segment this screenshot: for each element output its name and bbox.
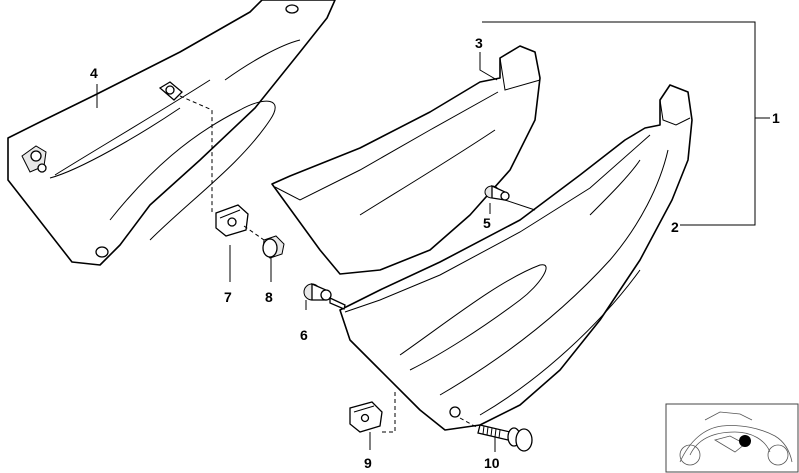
part-9-clip-nut[interactable] xyxy=(349,401,383,433)
locator-marker xyxy=(739,435,751,447)
callout-2: 2 xyxy=(671,219,679,235)
callout-10: 10 xyxy=(484,455,500,471)
part-2-right-side-panel[interactable] xyxy=(339,84,693,431)
part-4-left-side-panel[interactable] xyxy=(7,0,336,266)
leader-lines xyxy=(96,21,770,452)
part-3-middle-panel[interactable] xyxy=(271,45,541,275)
part-10-bolt[interactable] xyxy=(477,424,533,452)
part-6-grommet[interactable] xyxy=(303,283,346,310)
part-5-grommet[interactable] xyxy=(484,184,510,201)
callout-5: 5 xyxy=(483,215,491,231)
callout-9: 9 xyxy=(364,455,372,471)
part-8-rubber-plug[interactable] xyxy=(262,235,285,259)
assembly-lines xyxy=(179,95,479,433)
callout-7: 7 xyxy=(224,289,232,305)
callout-6: 6 xyxy=(300,327,308,343)
callout-4: 4 xyxy=(90,65,98,81)
locator-thumbnail[interactable] xyxy=(665,403,799,473)
callout-3: 3 xyxy=(475,35,483,51)
part-7-clip-nut[interactable] xyxy=(215,204,249,237)
callout-8: 8 xyxy=(265,289,273,305)
callout-1: 1 xyxy=(772,110,780,126)
